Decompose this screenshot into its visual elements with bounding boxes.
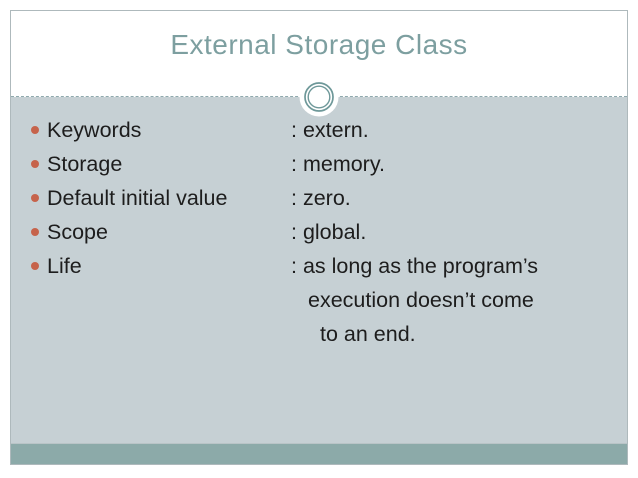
bullet-value: : memory. bbox=[291, 152, 385, 176]
bullet-dot-icon bbox=[31, 113, 47, 147]
bullet-row-keywords: Keywords : extern. bbox=[31, 113, 627, 147]
bullet-value: : extern. bbox=[291, 118, 369, 142]
slide: External Storage Class Keywords : extern… bbox=[10, 10, 628, 465]
bullet-label: Default initial value bbox=[47, 186, 228, 210]
circle-ornament-icon bbox=[299, 77, 339, 117]
bullet-value-multiline: : as long as the program’s execution doe… bbox=[291, 249, 538, 351]
bullet-value-line-2: execution doesn’t come bbox=[308, 288, 534, 312]
slide-title: External Storage Class bbox=[170, 29, 468, 60]
slide-body: Keywords : extern. Storage : memory. Def… bbox=[11, 97, 627, 444]
bullet-dot-icon bbox=[31, 249, 47, 283]
bullet-value: : global. bbox=[291, 220, 367, 244]
bullet-dot-icon bbox=[31, 215, 47, 249]
footer-band bbox=[11, 443, 627, 464]
bullet-row-storage: Storage : memory. bbox=[31, 147, 627, 181]
bullet-value: : zero. bbox=[291, 186, 351, 210]
bullet-value-line-3: to an end. bbox=[320, 322, 416, 346]
bullet-label: Scope bbox=[47, 220, 108, 244]
bullet-list: Keywords : extern. Storage : memory. Def… bbox=[11, 97, 627, 351]
bullet-label: Keywords bbox=[47, 118, 142, 142]
bullet-dot-icon bbox=[31, 147, 47, 181]
bullet-row-default-initial-value: Default initial value : zero. bbox=[31, 181, 627, 215]
bullet-label: Storage bbox=[47, 152, 123, 176]
bullet-label: Life bbox=[47, 254, 82, 278]
bullet-row-life: Life : as long as the program’s executio… bbox=[31, 249, 627, 351]
bullet-value-line-1: : as long as the program’s bbox=[291, 254, 538, 278]
bullet-dot-icon bbox=[31, 181, 47, 215]
bullet-row-scope: Scope : global. bbox=[31, 215, 627, 249]
